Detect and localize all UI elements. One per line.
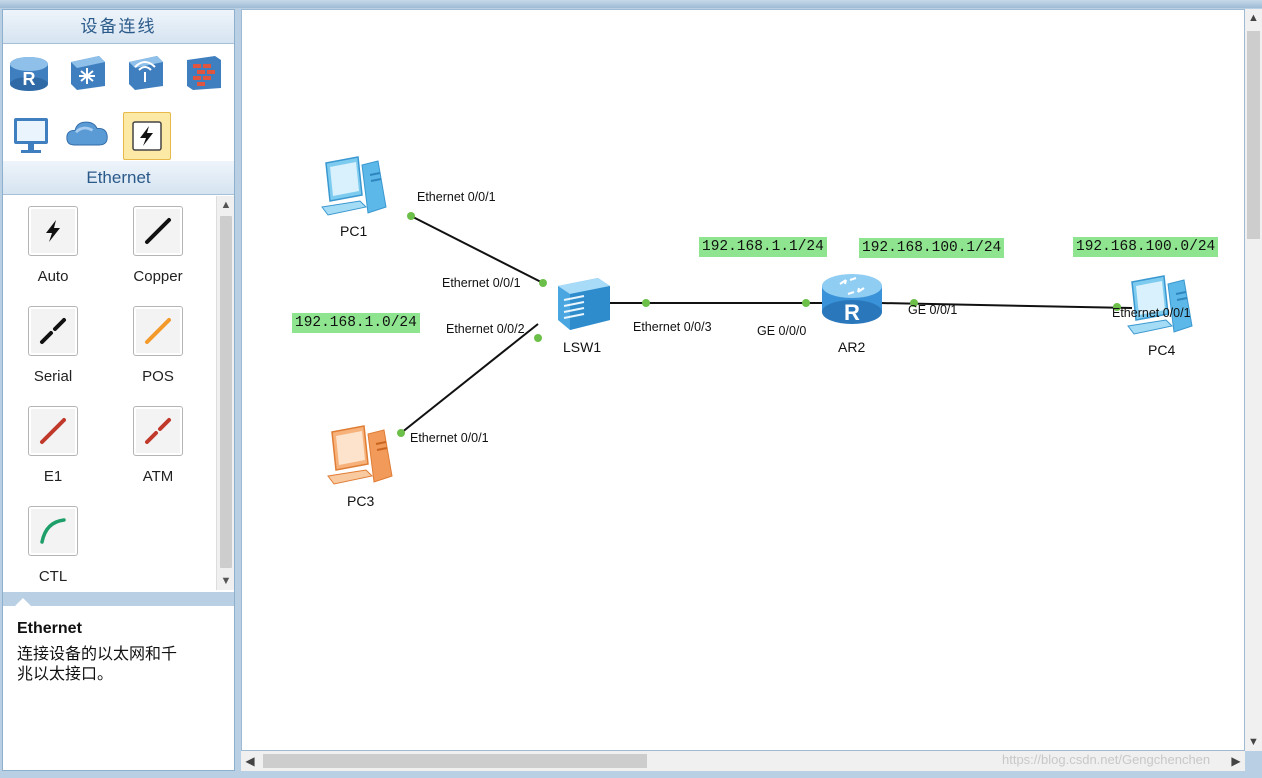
cable-copper[interactable]: Copper <box>113 206 203 285</box>
port-dot <box>642 299 650 307</box>
port-label: Ethernet 0/0/3 <box>633 320 712 334</box>
node-label-ar2: AR2 <box>838 339 866 355</box>
firewall-category-icon[interactable] <box>181 50 225 94</box>
port-label: GE 0/0/1 <box>908 303 958 317</box>
node-label-pc4: PC4 <box>1148 342 1176 358</box>
port-label: Ethernet 0/0/1 <box>410 431 489 445</box>
pc-icon <box>327 425 393 485</box>
scroll-thumb[interactable] <box>1247 31 1260 239</box>
port-dot <box>910 299 918 307</box>
port-dot <box>1113 303 1121 311</box>
description-pointer <box>15 598 31 606</box>
router-category-icon[interactable]: R <box>7 50 51 94</box>
cloud-category-icon[interactable] <box>65 112 109 156</box>
cable-pos[interactable]: POS <box>113 306 203 385</box>
description-panel: Ethernet 连接设备的以太网和千 兆以太接口。 <box>3 606 234 770</box>
scroll-up-icon[interactable]: ▲ <box>1248 12 1259 24</box>
scroll-thumb[interactable] <box>263 754 647 768</box>
canvas-vertical-scrollbar[interactable]: ▲ ▼ <box>1245 9 1262 751</box>
port-label: Ethernet 0/0/1 <box>417 190 496 204</box>
description-separator <box>3 592 234 606</box>
description-title: Ethernet <box>17 620 82 637</box>
left-panel: 设备连线 R <box>2 9 235 771</box>
link-ar2-pc4[interactable] <box>879 302 1133 309</box>
ip-label-lan1[interactable]: 192.168.1.0/24 <box>292 313 420 333</box>
switch-icon <box>558 278 610 330</box>
scroll-left-icon[interactable]: ◀ <box>245 754 255 768</box>
pc-icon <box>321 156 387 216</box>
wireless-category-icon[interactable] <box>123 50 167 94</box>
scroll-down-icon[interactable]: ▼ <box>1248 736 1259 748</box>
window-top-border <box>0 0 1262 8</box>
cable-ctl[interactable]: CTL <box>8 506 98 585</box>
link-pc1-lsw1[interactable] <box>410 215 544 284</box>
port-label: Ethernet 0/0/1 <box>1112 306 1191 320</box>
cable-atm[interactable]: ATM <box>113 406 203 485</box>
cable-list-scrollbar[interactable]: ▲ ▼ <box>216 196 234 590</box>
port-dot <box>539 279 547 287</box>
e1-cable-icon <box>28 406 78 456</box>
pos-cable-icon <box>133 306 183 356</box>
cables-header: Ethernet <box>3 161 234 195</box>
port-dot <box>534 334 542 342</box>
topology-canvas[interactable]: PC1 PC3 LSW <box>241 9 1245 751</box>
scroll-right-icon[interactable]: ▶ <box>1231 754 1241 768</box>
cable-e1[interactable]: E1 <box>8 406 98 485</box>
scroll-thumb[interactable] <box>220 216 232 568</box>
watermark: https://blog.csdn.net/Gengchenchen <box>1002 752 1211 767</box>
pc-icon <box>1127 275 1193 335</box>
switch-category-icon[interactable] <box>65 50 109 94</box>
svg-text:R: R <box>844 300 860 325</box>
port-label: Ethernet 0/0/1 <box>442 276 521 290</box>
port-dot <box>407 212 415 220</box>
router-icon: R <box>822 274 882 325</box>
ctl-cable-icon <box>28 506 78 556</box>
ip-label-gw1[interactable]: 192.168.1.1/24 <box>699 237 827 257</box>
atm-cable-icon <box>133 406 183 456</box>
node-label-lsw1: LSW1 <box>563 339 602 355</box>
pc-category-icon[interactable] <box>9 112 53 156</box>
description-text: 连接设备的以太网和千 兆以太接口。 <box>17 644 178 683</box>
connection-category-icon[interactable] <box>123 112 171 160</box>
link-pc3-lsw1[interactable] <box>400 323 539 434</box>
cable-serial[interactable]: Serial <box>8 306 98 385</box>
port-label: GE 0/0/0 <box>757 324 807 338</box>
port-label: Ethernet 0/0/2 <box>446 322 525 336</box>
cable-list: Auto Copper Serial POS <box>3 196 216 590</box>
canvas-horizontal-scrollbar[interactable]: ◀ ▶ <box>241 751 1245 771</box>
node-label-pc3: PC3 <box>347 493 375 509</box>
node-label-pc1: PC1 <box>340 223 368 239</box>
serial-cable-icon <box>28 306 78 356</box>
port-dot <box>397 429 405 437</box>
scroll-up-icon[interactable]: ▲ <box>220 199 232 211</box>
cable-auto[interactable]: Auto <box>8 206 98 285</box>
ip-label-gw2[interactable]: 192.168.100.1/24 <box>859 238 1005 258</box>
auto-cable-icon <box>28 206 78 256</box>
scroll-down-icon[interactable]: ▼ <box>220 575 232 587</box>
copper-cable-icon <box>133 206 183 256</box>
devices-header[interactable]: 设备连线 <box>3 10 234 44</box>
port-dot <box>802 299 810 307</box>
svg-text:R: R <box>23 69 36 89</box>
ip-label-lan2[interactable]: 192.168.100.0/24 <box>1073 237 1219 257</box>
links-layer <box>397 212 1133 437</box>
